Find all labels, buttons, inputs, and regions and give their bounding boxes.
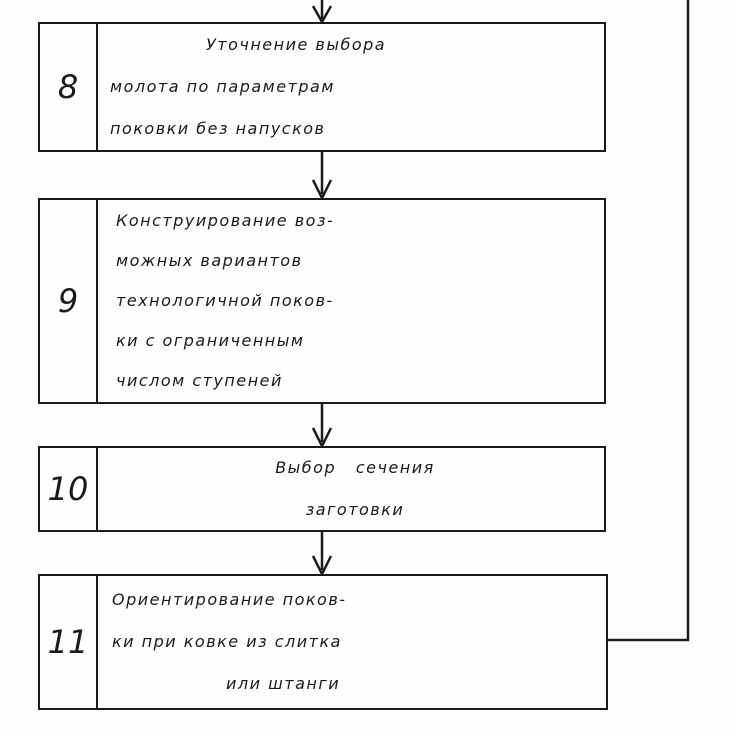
- block-9-text: Конструирование воз- можных вариантов те…: [106, 200, 604, 402]
- block-11-line-1: Ориентирование поков-: [112, 590, 347, 609]
- block-9-line-4: ки с ограниченным: [116, 331, 305, 350]
- block-10-divider: [96, 448, 98, 530]
- block-9-line-5: числом ступеней: [116, 371, 283, 390]
- block-8: 8 Уточнение выбора молота по параметрам …: [38, 22, 606, 152]
- block-8-line-1: Уточнение выбора: [206, 35, 387, 54]
- block-11-text: Ориентирование поков- ки при ковке из сл…: [106, 576, 606, 708]
- block-11-line-2: ки при ковке из слитка: [112, 632, 342, 651]
- block-8-line-3: поковки без напусков: [110, 119, 326, 138]
- block-9-line-3: технологичной поков-: [116, 291, 334, 310]
- block-11: 11 Ориентирование поков- ки при ковке из…: [38, 574, 608, 710]
- block-9-line-2: можных вариантов: [116, 251, 303, 270]
- block-10: 10 Выбор сечения заготовки: [38, 446, 606, 532]
- block-11-divider: [96, 576, 98, 708]
- block-9-number: 9: [57, 282, 79, 320]
- block-10-line-2: заготовки: [305, 500, 405, 519]
- block-10-line-1: Выбор сечения: [275, 458, 435, 477]
- block-8-divider: [96, 24, 98, 150]
- block-8-number: 8: [57, 68, 79, 106]
- block-10-number: 10: [47, 470, 89, 508]
- block-8-line-2: молота по параметрам: [110, 77, 335, 96]
- block-11-line-3: или штанги: [226, 674, 341, 693]
- block-8-text: Уточнение выбора молота по параметрам по…: [106, 24, 604, 150]
- block-11-number: 11: [47, 623, 89, 661]
- block-9: 9 Конструирование воз- можных вариантов …: [38, 198, 606, 404]
- feedback-line: [608, 0, 690, 642]
- block-9-divider: [96, 200, 98, 402]
- block-10-text: Выбор сечения заготовки: [106, 448, 604, 530]
- block-9-line-1: Конструирование воз-: [116, 211, 335, 230]
